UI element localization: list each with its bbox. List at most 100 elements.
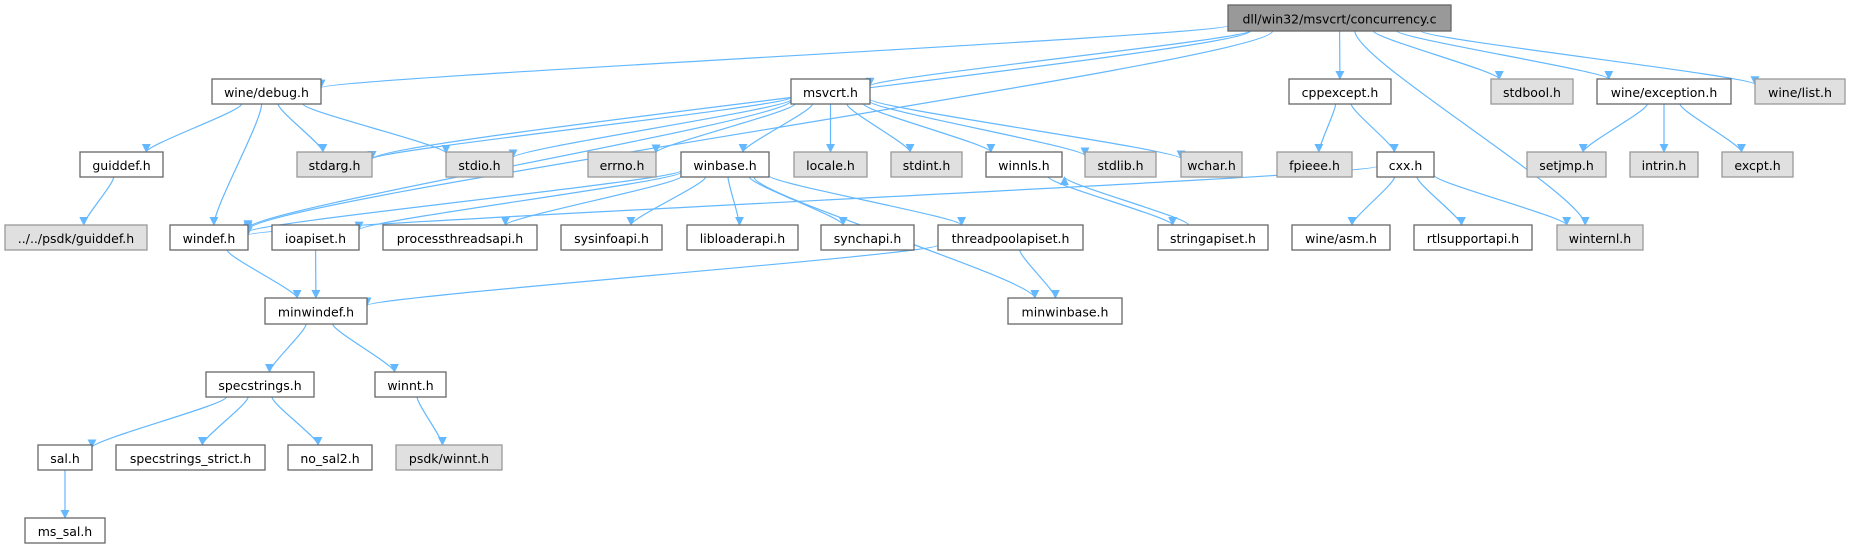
node-box — [1721, 151, 1794, 178]
edge-cxx-to-wineasm — [1347, 176, 1396, 226]
edge-cppexcept-to-cxx — [1350, 103, 1399, 153]
file-node-winternl: winternl.h — [1556, 224, 1644, 251]
node-label: synchapi.h — [834, 231, 902, 246]
node-label: wine/asm.h — [1305, 231, 1377, 246]
node-label: psdk/winnt.h — [409, 451, 489, 466]
edge-specstrings-to-specstringsstrict — [197, 396, 249, 446]
node-label: wine/list.h — [1768, 85, 1832, 100]
file-node-specstringsstrict[interactable]: specstrings_strict.h — [115, 444, 266, 471]
file-node-libloaderapi[interactable]: libloaderapi.h — [686, 224, 799, 251]
node-label: winternl.h — [1569, 231, 1631, 246]
node-label: guiddef.h — [92, 158, 150, 173]
node-label: specstrings_strict.h — [130, 451, 251, 466]
file-node-nosal2[interactable]: no_sal2.h — [287, 444, 373, 471]
node-label: sal.h — [50, 451, 80, 466]
file-node-wineexception[interactable]: wine/exception.h — [1596, 78, 1732, 105]
node-box — [1157, 224, 1269, 251]
edge-minwindef-to-winnt — [332, 323, 399, 373]
node-box — [296, 151, 373, 178]
node-box — [1084, 151, 1157, 178]
node-label: excpt.h — [1734, 158, 1780, 173]
edge-winedebug-to-windef — [209, 103, 263, 226]
edge-winnls-to-stringapiset — [1047, 176, 1178, 226]
edge-root-to-winedebug — [317, 25, 1229, 89]
file-node-minwindef[interactable]: minwindef.h — [264, 297, 368, 325]
node-label: winnt.h — [387, 378, 433, 393]
node-label: winbase.h — [693, 158, 756, 173]
node-label: errno.h — [600, 158, 645, 173]
file-node-winnls[interactable]: winnls.h — [985, 151, 1063, 178]
edge-msvcrt-to-stdio — [508, 99, 792, 159]
file-node-synchapi[interactable]: synchapi.h — [820, 224, 915, 251]
node-box — [1291, 224, 1391, 251]
root-file-node: dll/win32/msvcrt/concurrency.c — [1227, 4, 1452, 32]
file-node-wineasm[interactable]: wine/asm.h — [1291, 224, 1391, 251]
file-node-guiddef[interactable]: guiddef.h — [79, 151, 164, 178]
node-label: fpieee.h — [1289, 158, 1340, 173]
file-node-stdarg: stdarg.h — [296, 151, 373, 178]
node-box — [1629, 151, 1699, 178]
file-node-msvcrt[interactable]: msvcrt.h — [790, 78, 871, 105]
file-node-winbase[interactable]: winbase.h — [680, 151, 770, 178]
node-label: stringapiset.h — [1170, 231, 1256, 246]
node-box — [1276, 151, 1353, 178]
edge-root-to-stdbool — [1372, 30, 1504, 80]
node-box — [1754, 78, 1846, 105]
edge-msvcrt-to-winbase — [738, 103, 814, 153]
edge-minwindef-to-specstrings — [265, 323, 307, 373]
edge-cxx-to-winternl — [1433, 174, 1572, 226]
node-label: no_sal2.h — [300, 451, 359, 466]
node-label: stdbool.h — [1503, 85, 1561, 100]
file-node-winedebug[interactable]: wine/debug.h — [211, 78, 322, 105]
file-node-specstrings[interactable]: specstrings.h — [205, 371, 315, 398]
node-box — [264, 297, 368, 325]
node-box — [445, 151, 514, 178]
node-box — [890, 151, 963, 178]
file-node-ioapiset[interactable]: ioapiset.h — [271, 224, 360, 251]
edge-guiddef-to-psdkguiddef — [79, 176, 115, 226]
node-box — [169, 224, 249, 251]
edge-msvcrt-to-stdint — [846, 103, 915, 153]
node-label: wine/exception.h — [1611, 85, 1718, 100]
node-box — [937, 224, 1084, 251]
node-box — [1526, 151, 1607, 178]
file-node-threadpoolapiset[interactable]: threadpoolapiset.h — [937, 224, 1084, 251]
node-box — [680, 151, 770, 178]
node-label: windef.h — [183, 231, 236, 246]
edge-threadpoolapiset-to-minwindef — [363, 244, 939, 307]
node-label: wchar.h — [1187, 158, 1236, 173]
file-node-windef[interactable]: windef.h — [169, 224, 249, 251]
edge-wineexception-to-excpt — [1679, 103, 1746, 153]
file-node-winnt[interactable]: winnt.h — [374, 371, 447, 398]
file-node-stringapiset[interactable]: stringapiset.h — [1157, 224, 1269, 251]
node-box — [686, 224, 799, 251]
edge-root-to-windef — [243, 30, 1274, 231]
file-node-psdkwinnt: psdk/winnt.h — [395, 444, 503, 471]
node-box — [1490, 78, 1574, 105]
edge-msvcrt-to-winnls — [863, 103, 996, 153]
node-box — [793, 151, 868, 178]
node-label: setjmp.h — [1539, 158, 1594, 173]
file-node-processthreadsapi[interactable]: processthreadsapi.h — [382, 224, 538, 251]
edge-msvcrt-to-stdarg — [367, 96, 792, 160]
edge-msvcrt-to-wchar — [869, 98, 1186, 160]
node-label: intrin.h — [1642, 158, 1687, 173]
edge-cppexcept-to-fpieee — [1314, 103, 1337, 153]
file-node-cxx[interactable]: cxx.h — [1376, 151, 1435, 178]
file-node-mssal[interactable]: ms_sal.h — [24, 517, 106, 544]
file-node-stdlib: stdlib.h — [1084, 151, 1157, 178]
node-box — [287, 444, 373, 471]
file-node-sysinfoapi[interactable]: sysinfoapi.h — [560, 224, 663, 251]
file-node-psdkguiddef: ../../psdk/guiddef.h — [4, 224, 148, 251]
node-label: libloaderapi.h — [700, 231, 785, 246]
file-node-sal[interactable]: sal.h — [37, 444, 93, 471]
node-label: minwinbase.h — [1022, 305, 1109, 320]
file-node-minwinbase[interactable]: minwinbase.h — [1007, 297, 1123, 325]
file-node-rtlsupportapi[interactable]: rtlsupportapi.h — [1413, 224, 1533, 251]
edge-winnt-to-psdkwinnt — [416, 396, 447, 446]
node-box — [1288, 78, 1392, 105]
file-node-cppexcept[interactable]: cppexcept.h — [1288, 78, 1392, 105]
node-label: specstrings.h — [218, 378, 301, 393]
node-box — [37, 444, 93, 471]
edge-msvcrt-to-windef — [243, 100, 792, 230]
